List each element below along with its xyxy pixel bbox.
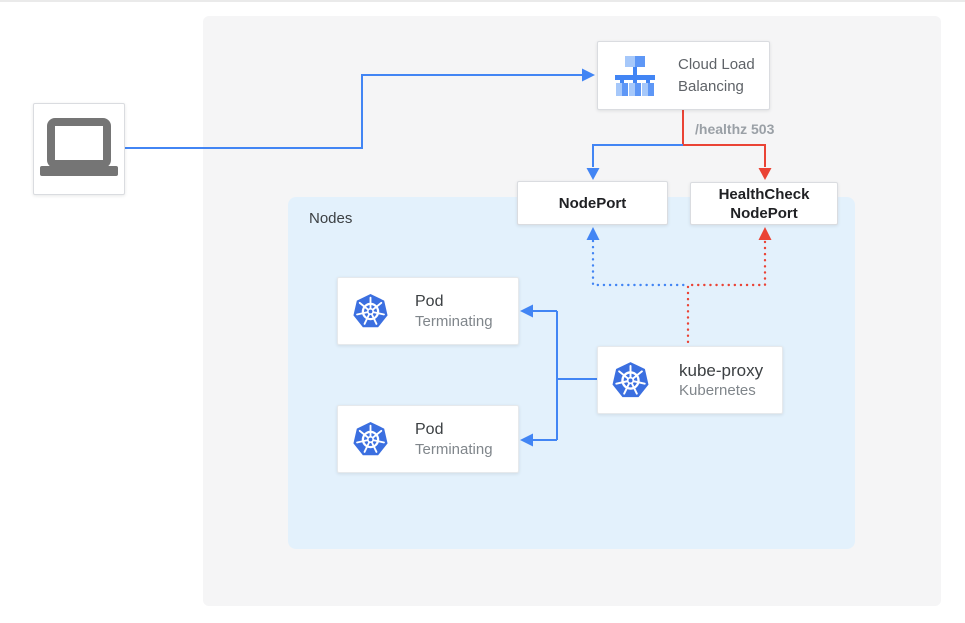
pod-node-1: Pod Terminating [337, 277, 519, 345]
cloud-load-balancing-node: Cloud Load Balancing [597, 41, 770, 110]
healthcheck-nodeport-label: HealthCheck NodePort [718, 185, 810, 222]
load-balancer-icon [613, 55, 657, 96]
nodeport-label: NodePort [558, 194, 627, 212]
healthz-status-label: /healthz 503 [695, 121, 775, 137]
kube-proxy-node: kube-proxy Kubernetes [597, 346, 783, 414]
pod-node-2: Pod Terminating [337, 405, 519, 473]
pod-title: Pod [415, 292, 444, 310]
pod-title: Pod [415, 420, 444, 438]
pod-status: Terminating [415, 312, 493, 330]
healthcheck-nodeport-node: HealthCheck NodePort [690, 182, 838, 225]
kube-proxy-subtitle: Kubernetes [679, 381, 756, 399]
kubernetes-icon [611, 361, 650, 400]
pod-status: Terminating [415, 440, 493, 458]
nodes-group-label: Nodes [309, 210, 353, 227]
kubernetes-icon [352, 421, 389, 458]
top-divider [0, 0, 965, 2]
nodeport-node: NodePort [517, 181, 668, 225]
kubernetes-icon [352, 293, 389, 330]
laptop-icon [40, 118, 118, 180]
kube-proxy-title: kube-proxy [679, 360, 764, 380]
cloud-load-balancing-label: Cloud Load Balancing [678, 55, 755, 95]
client-node [33, 103, 125, 195]
